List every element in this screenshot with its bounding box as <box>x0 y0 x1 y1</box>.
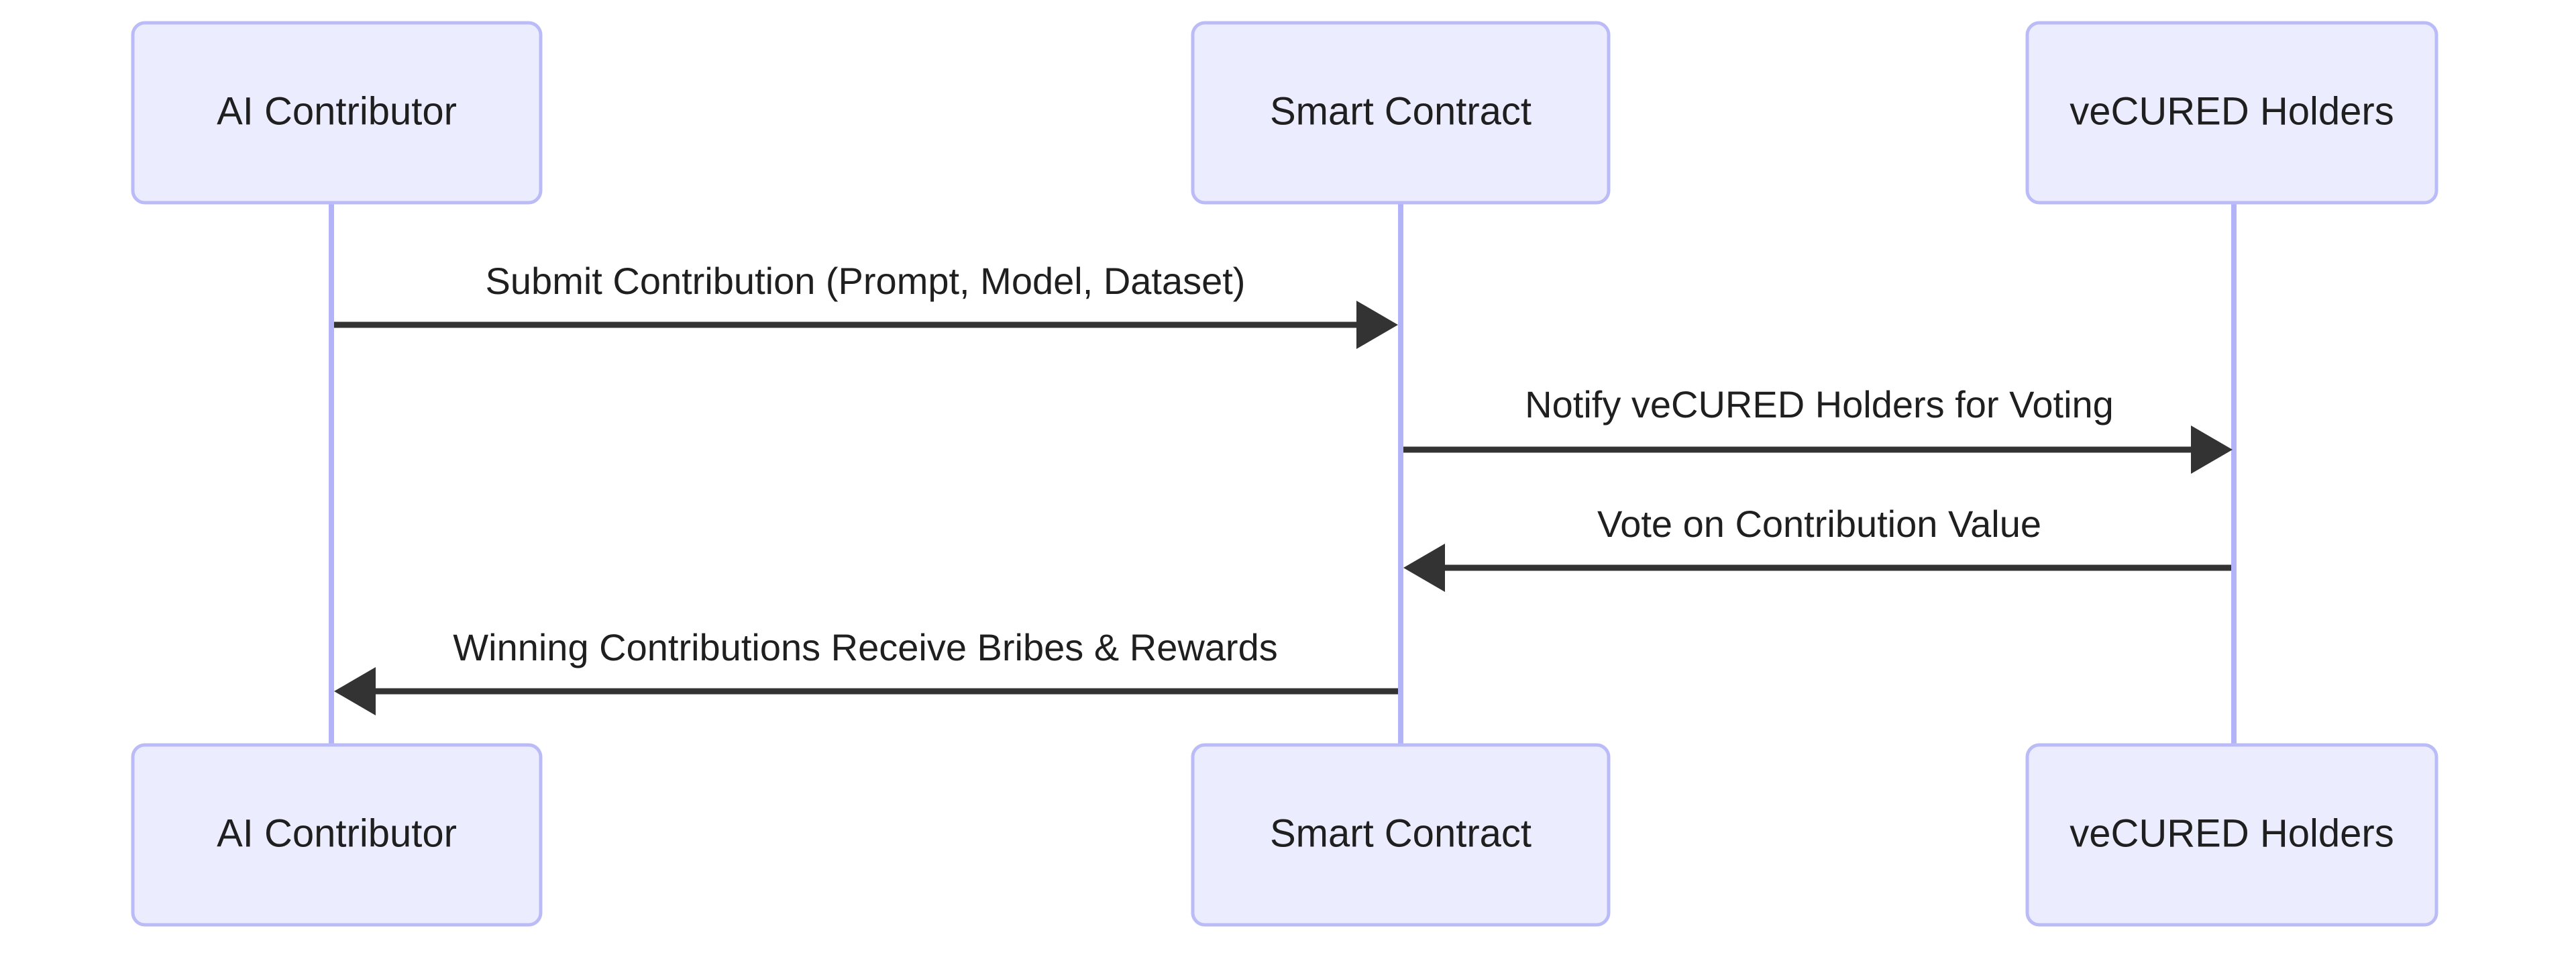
message-notify-holders[interactable]: Notify veCURED Holders for Voting <box>1403 383 2233 474</box>
actor-box-rect <box>131 743 543 927</box>
message-rewards[interactable]: Winning Contributions Receive Bribes & R… <box>334 626 1398 715</box>
arrowhead-left-icon <box>1403 544 1445 592</box>
actor-box-rect <box>131 21 543 205</box>
actor-box-rect <box>1191 743 1611 927</box>
message-label-rewards: Winning Contributions Receive Bribes & R… <box>453 626 1277 668</box>
actor-label-vecured-holders-bottom: veCURED Holders <box>2070 811 2394 855</box>
lifelines-layer <box>329 201 2237 758</box>
arrowhead-right-icon <box>2191 425 2233 474</box>
actor-box-rect <box>2025 21 2438 205</box>
bottom-actor-boxes: AI Contributor Smart Contract veCURED Ho… <box>131 743 2438 927</box>
arrowhead-left-icon <box>334 667 376 715</box>
arrowhead-right-icon <box>1356 301 1398 349</box>
message-vote-value[interactable]: Vote on Contribution Value <box>1403 503 2231 592</box>
messages-layer: Submit Contribution (Prompt, Model, Data… <box>334 260 2233 715</box>
top-actor-boxes: AI Contributor Smart Contract veCURED Ho… <box>131 21 2438 205</box>
actor-box-smart-contract-bottom[interactable]: Smart Contract <box>1191 743 1611 927</box>
actor-label-ai-contributor-bottom: AI Contributor <box>217 811 457 855</box>
message-label-vote-value: Vote on Contribution Value <box>1597 503 2041 545</box>
actor-label-smart-contract-top: Smart Contract <box>1270 89 1532 133</box>
actor-label-ai-contributor-top: AI Contributor <box>217 89 457 133</box>
message-label-notify-holders: Notify veCURED Holders for Voting <box>1525 383 2114 425</box>
actor-box-vecured-holders-top[interactable]: veCURED Holders <box>2025 21 2438 205</box>
actor-box-vecured-holders-bottom[interactable]: veCURED Holders <box>2025 743 2438 927</box>
actor-box-ai-contributor-top[interactable]: AI Contributor <box>131 21 543 205</box>
message-submit-contribution[interactable]: Submit Contribution (Prompt, Model, Data… <box>334 260 1398 349</box>
actor-box-rect <box>1191 21 1611 205</box>
actor-label-smart-contract-bottom: Smart Contract <box>1270 811 1532 855</box>
message-label-submit-contribution: Submit Contribution (Prompt, Model, Data… <box>486 260 1246 302</box>
actor-box-ai-contributor-bottom[interactable]: AI Contributor <box>131 743 543 927</box>
actor-box-smart-contract-top[interactable]: Smart Contract <box>1191 21 1611 205</box>
actor-label-vecured-holders-top: veCURED Holders <box>2070 89 2394 133</box>
actor-box-rect <box>2025 743 2438 927</box>
